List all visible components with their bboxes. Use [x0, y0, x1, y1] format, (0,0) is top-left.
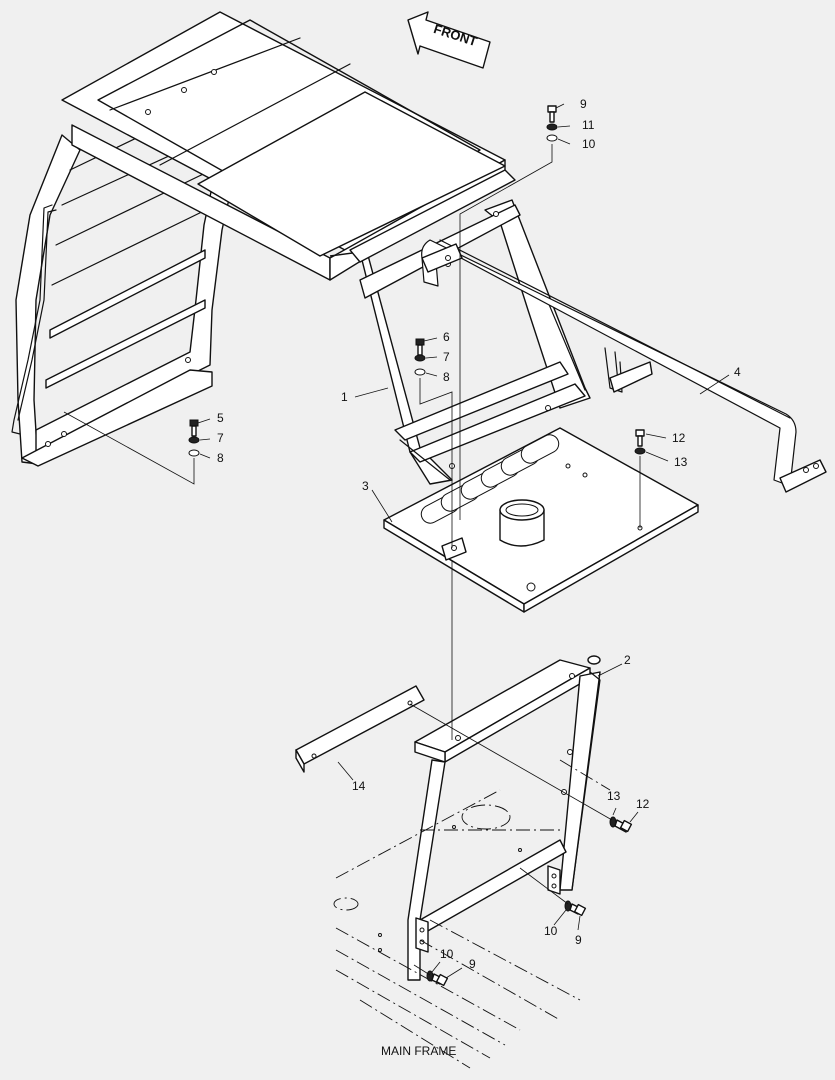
callout-5: 5 — [217, 411, 224, 425]
handrail — [421, 239, 827, 493]
callout-7-left: 7 — [217, 431, 224, 445]
callout-11: 11 — [582, 118, 595, 132]
callout-9-top: 9 — [580, 97, 587, 111]
front-arrow: FRONT — [407, 11, 491, 69]
diagram-title: MAIN FRAME — [381, 1044, 456, 1058]
callout-10-right: 10 — [544, 924, 558, 938]
angle-bracket — [295, 685, 425, 773]
callout-9-right: 9 — [575, 933, 582, 947]
callout-14: 14 — [352, 779, 366, 793]
support-frame — [407, 655, 601, 981]
vent-slots — [420, 434, 560, 524]
hood-plate — [383, 427, 699, 613]
callout-1: 1 — [341, 390, 348, 404]
exhaust-stack — [499, 499, 545, 547]
callout-6: 6 — [443, 330, 450, 344]
bolt-9-left — [426, 970, 449, 987]
callout-12-lower: 12 — [636, 797, 650, 811]
callout-9-left: 9 — [469, 957, 476, 971]
bolt-12-lower — [609, 816, 633, 833]
callout-8-left: 8 — [217, 451, 224, 465]
bolt-5 — [188, 419, 200, 457]
callout-4: 4 — [734, 365, 741, 379]
leader-lines — [63, 103, 730, 979]
bolt-12 — [634, 429, 646, 455]
callout-8-mid: 8 — [443, 370, 450, 384]
callout-10-left: 10 — [440, 947, 454, 961]
callout-2: 2 — [624, 653, 631, 667]
bolt-9-right — [564, 900, 587, 917]
callout-13-upper: 13 — [674, 455, 688, 469]
callout-10-top: 10 — [582, 137, 596, 151]
bolt-9-top — [546, 105, 558, 142]
canopy-frame — [11, 11, 591, 485]
callout-12-upper: 12 — [672, 431, 686, 445]
callout-7-mid: 7 — [443, 350, 450, 364]
bolt-6 — [414, 338, 426, 376]
callouts: 1 2 3 4 5 6 7 7 8 8 9 9 9 10 10 10 11 12… — [217, 97, 741, 971]
callout-3: 3 — [362, 479, 369, 493]
callout-13-lower: 13 — [607, 789, 621, 803]
